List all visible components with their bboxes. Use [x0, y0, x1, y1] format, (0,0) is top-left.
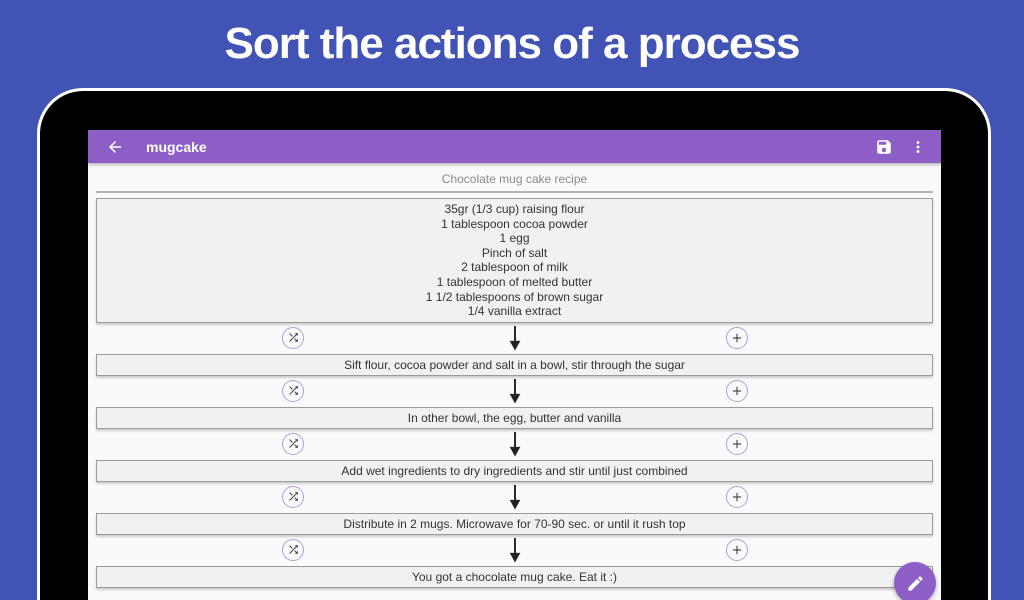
connector-row	[88, 482, 941, 513]
back-button[interactable]	[102, 134, 128, 160]
connector-row	[88, 535, 941, 566]
arrow-down-icon	[508, 378, 522, 404]
shuffle-icon	[287, 331, 300, 344]
overflow-menu-icon	[909, 138, 927, 156]
add-icon	[730, 384, 744, 398]
step-box[interactable]: You got a chocolate mug cake. Eat it :)	[96, 565, 933, 588]
overflow-menu-button[interactable]	[905, 134, 931, 160]
shuffle-button[interactable]	[282, 485, 304, 508]
arrow-down-icon	[508, 431, 522, 457]
add-step-button[interactable]	[726, 538, 748, 561]
shuffle-button[interactable]	[282, 538, 304, 561]
app-screen: mugcake Chocolate mug cake recipe 35gr (…	[88, 130, 941, 600]
add-step-button[interactable]	[726, 379, 748, 402]
shuffle-icon	[287, 437, 300, 450]
process-title: Chocolate mug cake recipe	[441, 172, 588, 186]
arrow-left-icon	[106, 138, 124, 156]
add-icon	[730, 490, 744, 504]
arrow-down-icon	[508, 325, 522, 351]
promo-title: Sort the actions of a process	[224, 19, 801, 68]
save-icon	[875, 138, 893, 156]
toolbar: mugcake	[88, 130, 941, 163]
add-icon	[730, 543, 744, 557]
add-step-button[interactable]	[726, 432, 748, 455]
shuffle-icon	[287, 384, 300, 397]
shuffle-button[interactable]	[282, 379, 304, 402]
add-icon	[730, 331, 744, 345]
connector-row	[88, 429, 941, 460]
step-box[interactable]: Sift flour, cocoa powder and salt in a b…	[96, 353, 933, 376]
connector-row	[88, 376, 941, 407]
connector-row	[88, 323, 941, 354]
edit-pencil-icon	[906, 574, 925, 593]
promo-banner: Sort the actions of a process	[0, 0, 1024, 88]
toolbar-title: mugcake	[146, 138, 207, 155]
shuffle-button[interactable]	[282, 326, 304, 349]
arrow-down-icon	[508, 537, 522, 563]
step-box[interactable]: In other bowl, the egg, butter and vanil…	[96, 406, 933, 429]
shuffle-icon	[287, 490, 300, 503]
title-divider	[96, 191, 933, 193]
step-box[interactable]: Distribute in 2 mugs. Microwave for 70-9…	[96, 512, 933, 535]
save-button[interactable]	[871, 134, 897, 160]
edit-fab-button[interactable]	[894, 562, 936, 600]
shuffle-button[interactable]	[282, 432, 304, 455]
add-step-button[interactable]	[726, 485, 748, 508]
add-icon	[730, 437, 744, 451]
add-step-button[interactable]	[726, 326, 748, 349]
arrow-down-icon	[508, 484, 522, 510]
step-box[interactable]: Add wet ingredients to dry ingredients a…	[96, 459, 933, 482]
shuffle-icon	[287, 543, 300, 556]
step-box-ingredients[interactable]: 35gr (1/3 cup) raising flour 1 tablespoo…	[96, 198, 933, 323]
